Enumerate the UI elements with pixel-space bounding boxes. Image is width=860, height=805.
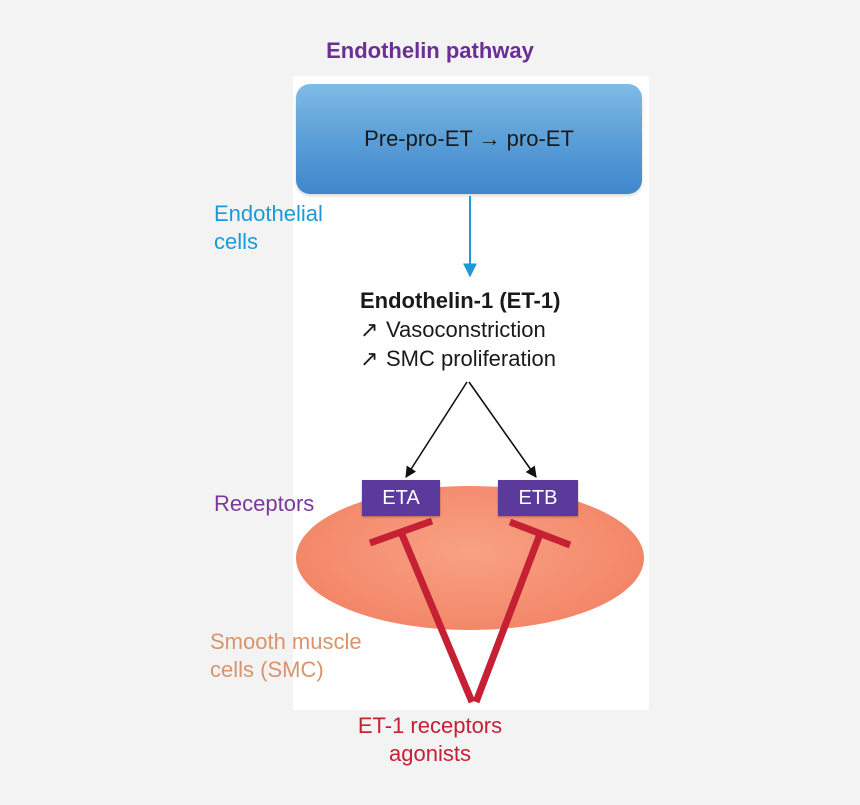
smooth-muscle-cells-label: Smooth muscle cells (SMC) bbox=[210, 628, 362, 684]
endothelial-label-line1: Endothelial bbox=[214, 201, 323, 226]
pre-pro-et-box: Pre-pro-ET → pro-ET bbox=[296, 84, 642, 194]
endothelial-cells-label: Endothelial cells bbox=[214, 200, 323, 256]
diagram-title: Endothelin pathway bbox=[326, 38, 534, 63]
smc-label-line1: Smooth muscle bbox=[210, 629, 362, 654]
receptor-etb-box: ETB bbox=[498, 480, 578, 516]
effect-label: Vasoconstriction bbox=[386, 317, 546, 342]
smooth-muscle-cell-shape bbox=[296, 486, 644, 630]
increase-arrow-icon: ↗ bbox=[360, 346, 379, 371]
increase-arrow-icon: ↗ bbox=[360, 317, 379, 342]
receptor-etb-label: ETB bbox=[518, 486, 558, 509]
agonists-label-line1: ET-1 receptors bbox=[357, 713, 503, 738]
agonists-label: ET-1 receptors agonists bbox=[0, 712, 860, 768]
agonists-label-line2: agonists bbox=[389, 741, 471, 766]
effect-smc-proliferation: ↗ SMC proliferation bbox=[360, 344, 620, 373]
pre-pro-et-label: Pre-pro-ET → pro-ET bbox=[364, 126, 574, 151]
effect-vasoconstriction: ↗ Vasoconstriction bbox=[360, 315, 620, 344]
smc-label-line2: cells (SMC) bbox=[210, 657, 324, 682]
effect-label: SMC proliferation bbox=[386, 346, 556, 371]
receptor-eta-label: ETA bbox=[382, 486, 420, 509]
endothelin-1-title: Endothelin-1 (ET-1) bbox=[360, 288, 561, 313]
receptors-label: Receptors bbox=[214, 491, 315, 516]
endothelin-1-block: Endothelin-1 (ET-1) ↗ Vasoconstriction ↗ S… bbox=[360, 286, 620, 373]
receptor-eta-box: ETA bbox=[362, 480, 440, 516]
endothelial-label-line2: cells bbox=[214, 229, 259, 254]
